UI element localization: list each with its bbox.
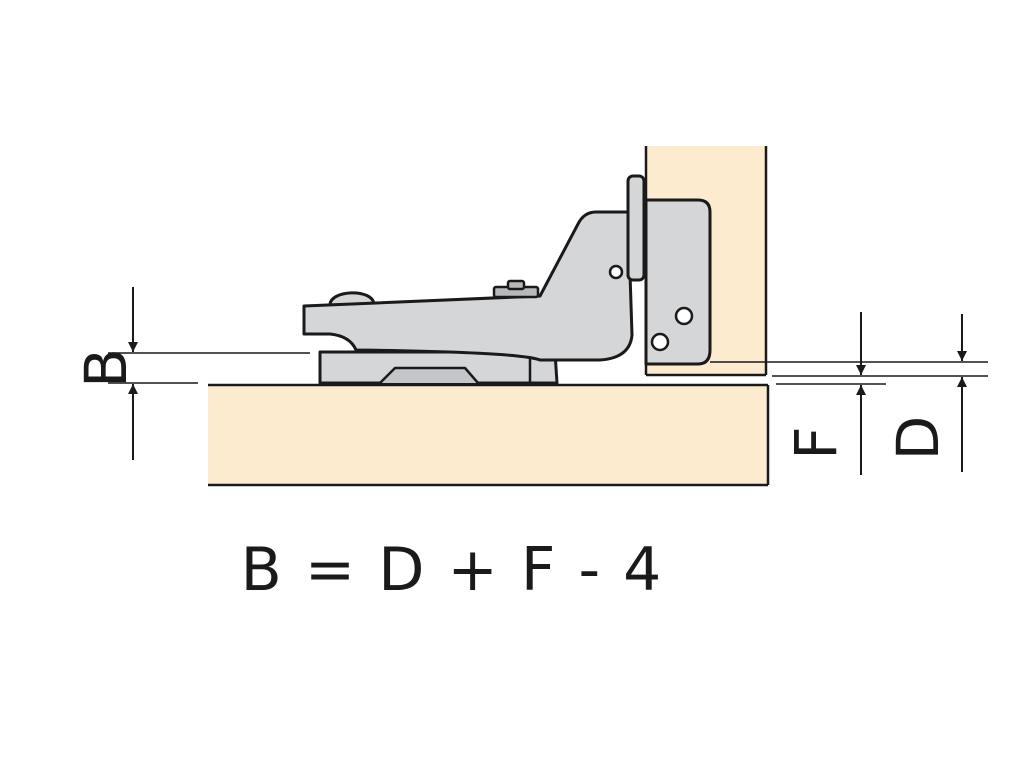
hinge-arm (302, 210, 634, 362)
mounting-plate-groove (379, 366, 479, 384)
formula-text: B = D + F - 4 (241, 535, 664, 605)
arm-screw-head (506, 279, 526, 291)
cup-flange (626, 174, 646, 282)
cabinet-panel (208, 385, 768, 485)
dim-d-label: D (884, 416, 952, 461)
hinge-cup (644, 198, 712, 366)
dim-b-label: B (72, 348, 140, 388)
cup-screw-hole-lower (650, 332, 670, 352)
cup-screw-hole-upper (674, 306, 694, 326)
dim-f-label: F (782, 426, 850, 459)
arm-pivot-hole (608, 264, 624, 280)
